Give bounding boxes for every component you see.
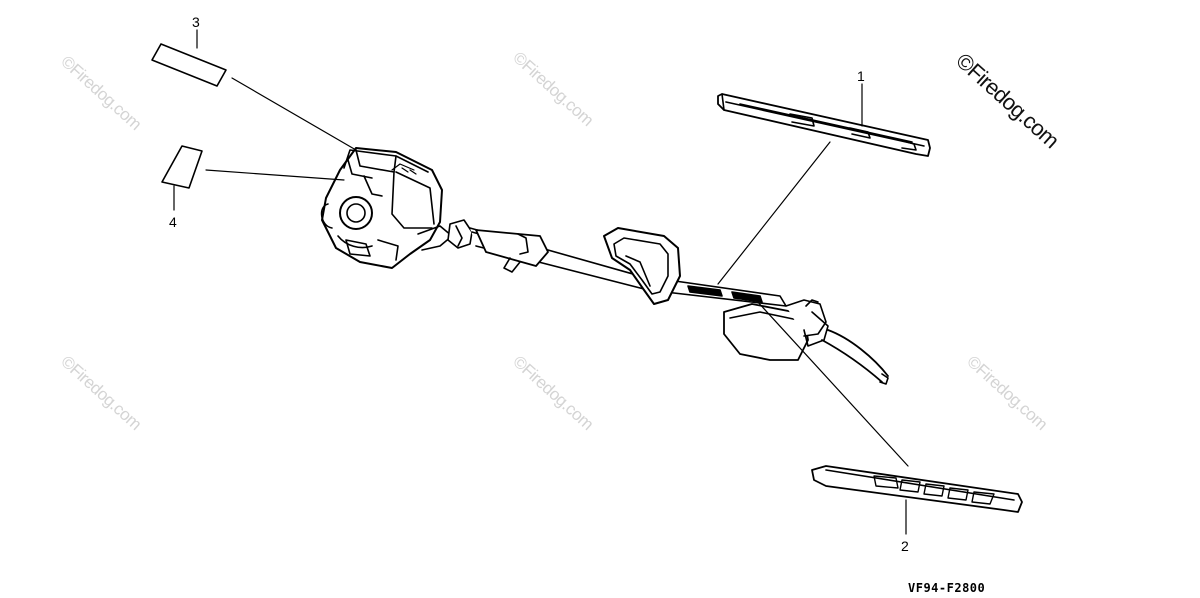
leader-lines: [173, 29, 909, 535]
decal-part-3: [151, 43, 227, 87]
cutting-head: [723, 299, 889, 385]
decal-part-1: [717, 93, 931, 157]
callout-2: 2: [901, 538, 909, 554]
drawing-code: VF94-F2800: [908, 581, 986, 595]
engine-assembly: [320, 147, 453, 269]
callout-1: 1: [857, 68, 865, 84]
callout-3: 3: [192, 14, 200, 30]
drive-shaft: [469, 227, 787, 307]
decal-part-4: [161, 145, 203, 189]
coupling: [447, 219, 473, 249]
decal-part-2: [811, 465, 1023, 513]
callout-4: 4: [169, 214, 177, 230]
loop-handle: [603, 227, 681, 305]
